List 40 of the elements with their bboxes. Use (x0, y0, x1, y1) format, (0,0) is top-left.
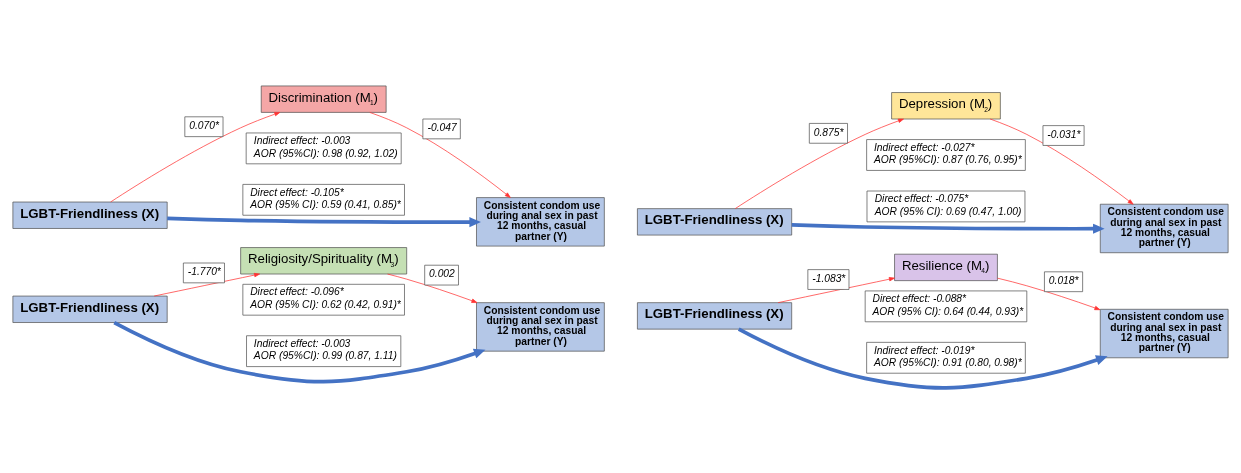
node-box: Depression (M$_{2}$) (891, 91, 1001, 119)
node-box: Direct effect: -0.075* AOR (95% CI): 0.69 (0.47, 1.00) (866, 190, 1026, 222)
arrow (997, 277, 1101, 310)
node-box: LGBT-Friendliness (X) (12, 201, 168, 229)
edge-label: -0.047 (427, 121, 457, 133)
arrow (737, 327, 1108, 390)
edge-label: 0.018* (1048, 274, 1079, 286)
node-box: Consistent condom use during anal sex in past 12 months, casual partner (Y) (476, 301, 605, 352)
node-box: Resilience (M$_{4}$) (894, 253, 998, 281)
node-box: Discrimination (M$_{1}$) (260, 85, 387, 113)
edge-label: -1.770* (187, 265, 221, 277)
node-box: Religiosity/Spirituality (M$_{3}$) (240, 246, 408, 274)
arrow (387, 273, 478, 303)
arrow (777, 276, 895, 303)
node-box: Direct effect: -0.096* AOR (95% CI): 0.62 (0.42, 0.91)* (242, 283, 405, 316)
node-box: Indirect effect: -0.003 AOR (95%CI): 0.98 (0.92, 1.02) (245, 132, 402, 164)
arrow (734, 118, 904, 209)
edge-label: 0.070* (189, 119, 219, 131)
node-box: Direct effect: -0.088* AOR (95% CI): 0.64 (0.44, 0.93)* (864, 290, 1028, 322)
edge-label: 0.875* (813, 126, 844, 138)
node-box: LGBT-Friendliness (X) (637, 207, 793, 235)
node-box: Indirect effect: -0.019* AOR (95%CI): 0.91 (0.80, 0.98)* (866, 341, 1026, 374)
node-box: Direct effect: -0.105* AOR (95% CI): 0.59 (0.41, 0.85)* (242, 183, 405, 216)
node-box: Indirect effect: -0.027* AOR (95%CI): 0.87 (0.76, 0.95)* (866, 138, 1026, 171)
edge-label: -0.031* (1047, 128, 1081, 140)
arrow (791, 222, 1105, 234)
node-box: Indirect effect: -0.003 AOR (95%CI): 0.99 (0.87, 1.11) (246, 334, 402, 367)
node-box: LGBT-Friendliness (X) (637, 301, 793, 329)
arrow (369, 111, 511, 198)
edge-label: -1.083* (812, 272, 846, 284)
node-box: LGBT-Friendliness (X) (12, 295, 168, 323)
arrow (113, 320, 486, 383)
node-box: Consistent condom use during anal sex in past 12 months, casual partner (Y) (1099, 203, 1229, 253)
arrow (110, 111, 281, 202)
node-box: Consistent condom use during anal sex in past 12 months, casual partner (Y) (1099, 308, 1229, 358)
edge-label: 0.002 (429, 267, 455, 279)
arrow (167, 215, 481, 227)
node-box: Consistent condom use during anal sex in past 12 months, casual partner (Y) (476, 196, 605, 246)
arrow (153, 272, 260, 296)
arrow (989, 118, 1134, 205)
